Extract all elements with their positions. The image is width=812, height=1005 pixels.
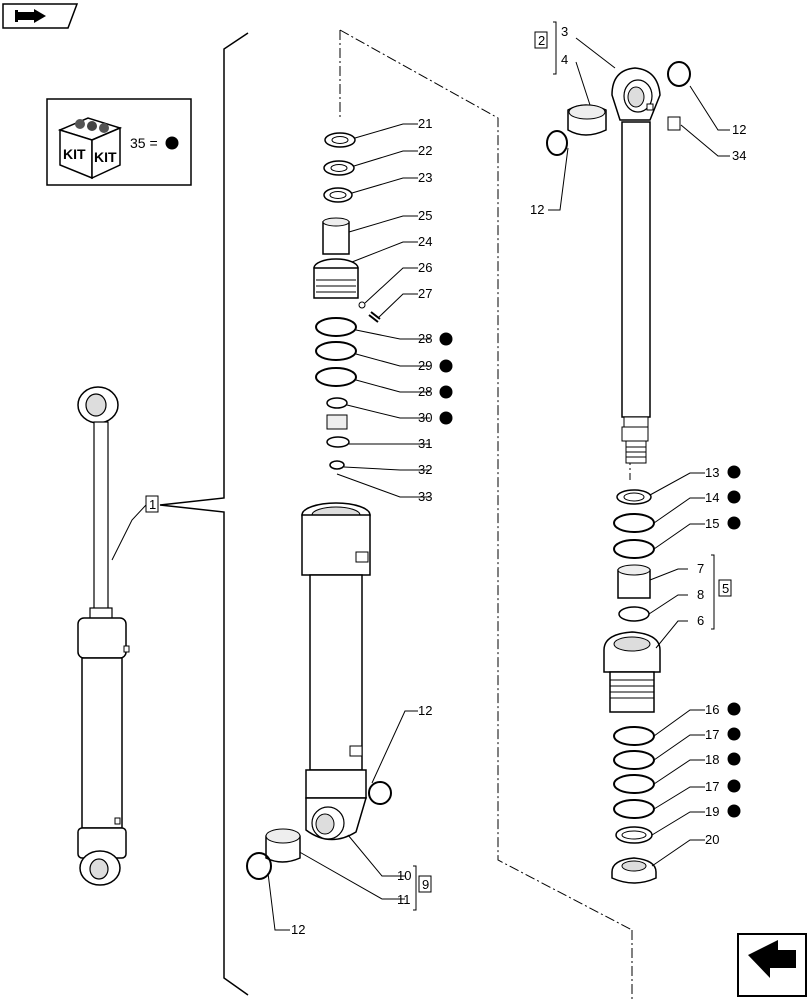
callout-15[interactable]: 15: [705, 516, 719, 531]
callout-28b[interactable]: 28: [418, 384, 432, 399]
kit-dot-icon: [727, 516, 741, 530]
callout-12b[interactable]: 12: [530, 202, 544, 217]
callout-20[interactable]: 20: [705, 832, 719, 847]
callout-34[interactable]: 34: [732, 148, 746, 163]
callout-21[interactable]: 21: [418, 116, 432, 131]
callout-28a[interactable]: 28: [418, 331, 432, 346]
kit-dot-icon: [439, 385, 453, 399]
callout-23[interactable]: 23: [418, 170, 432, 185]
seal-stack: [313, 132, 381, 470]
callout-14[interactable]: 14: [705, 490, 719, 505]
callout-19[interactable]: 19: [705, 804, 719, 819]
svg-text:2: 2: [538, 33, 545, 48]
arrow-back-icon: [15, 9, 46, 23]
assembled-cylinder: [77, 386, 130, 886]
callout-33[interactable]: 33: [418, 489, 432, 504]
leader-lines-center: [267, 123, 430, 931]
callout-18[interactable]: 18: [705, 752, 719, 767]
cylinder-barrel: [301, 502, 371, 841]
callout-17a[interactable]: 17: [705, 727, 719, 742]
filled-dot-icon: [165, 136, 179, 150]
callout-12c[interactable]: 12: [418, 703, 432, 718]
callout-12d[interactable]: 12: [291, 922, 305, 937]
back-nav-button[interactable]: [2, 3, 79, 29]
svg-text:5: 5: [722, 581, 729, 596]
kit-dot-icon: [727, 779, 741, 793]
callout-12a[interactable]: 12: [732, 122, 746, 137]
kit-dot-icon: [727, 727, 741, 741]
kit-dot-icon: [727, 490, 741, 504]
callout-25[interactable]: 25: [418, 208, 432, 223]
kit-dot-icon: [727, 752, 741, 766]
kit-dot-icon: [727, 702, 741, 716]
callout-31[interactable]: 31: [418, 436, 432, 451]
kit-box-icon: KIT KIT: [57, 117, 123, 180]
callout-10[interactable]: 10: [397, 868, 411, 883]
callout-22[interactable]: 22: [418, 143, 432, 158]
callout-7[interactable]: 7: [697, 561, 704, 576]
kit-legend: KIT KIT 35 =: [46, 98, 192, 186]
group-label-1[interactable]: 1: [145, 495, 159, 513]
leader-lines-right: [548, 37, 730, 867]
kit-dot-icon: [727, 465, 741, 479]
callout-17b[interactable]: 17: [705, 779, 719, 794]
kit-text-left: KIT: [63, 146, 86, 162]
kit-dot-icon: [727, 804, 741, 818]
callout-4[interactable]: 4: [561, 52, 568, 67]
piston-parts: [603, 489, 661, 884]
piston-rod: [611, 67, 661, 464]
callout-11[interactable]: 11: [397, 892, 411, 907]
next-nav-button[interactable]: [737, 933, 807, 997]
callout-6[interactable]: 6: [697, 613, 704, 628]
callout-32[interactable]: 32: [418, 462, 432, 477]
callout-8[interactable]: 8: [697, 587, 704, 602]
callout-24[interactable]: 24: [418, 234, 432, 249]
callout-3[interactable]: 3: [561, 24, 568, 39]
callout-26[interactable]: 26: [418, 260, 432, 275]
kit-dot-icon: [439, 359, 453, 373]
callout-13[interactable]: 13: [705, 465, 719, 480]
group-label-9[interactable]: 9: [418, 875, 432, 893]
kit-dot-icon: [439, 332, 453, 346]
svg-text:9: 9: [422, 877, 429, 892]
callout-29[interactable]: 29: [418, 358, 432, 373]
group-label-5[interactable]: 5: [718, 579, 732, 597]
exploded-outline: [339, 29, 633, 931]
svg-text:1: 1: [149, 497, 156, 512]
arrow-next-icon: [748, 940, 796, 978]
kit-dot-icon: [439, 411, 453, 425]
assembly-bracket: [159, 32, 249, 996]
callout-30[interactable]: 30: [418, 410, 432, 425]
kit-label: 35 =: [130, 135, 158, 151]
callout-16[interactable]: 16: [705, 702, 719, 717]
kit-text-right: KIT: [94, 149, 117, 165]
group-label-2[interactable]: 2: [534, 31, 548, 49]
callout-27[interactable]: 27: [418, 286, 432, 301]
